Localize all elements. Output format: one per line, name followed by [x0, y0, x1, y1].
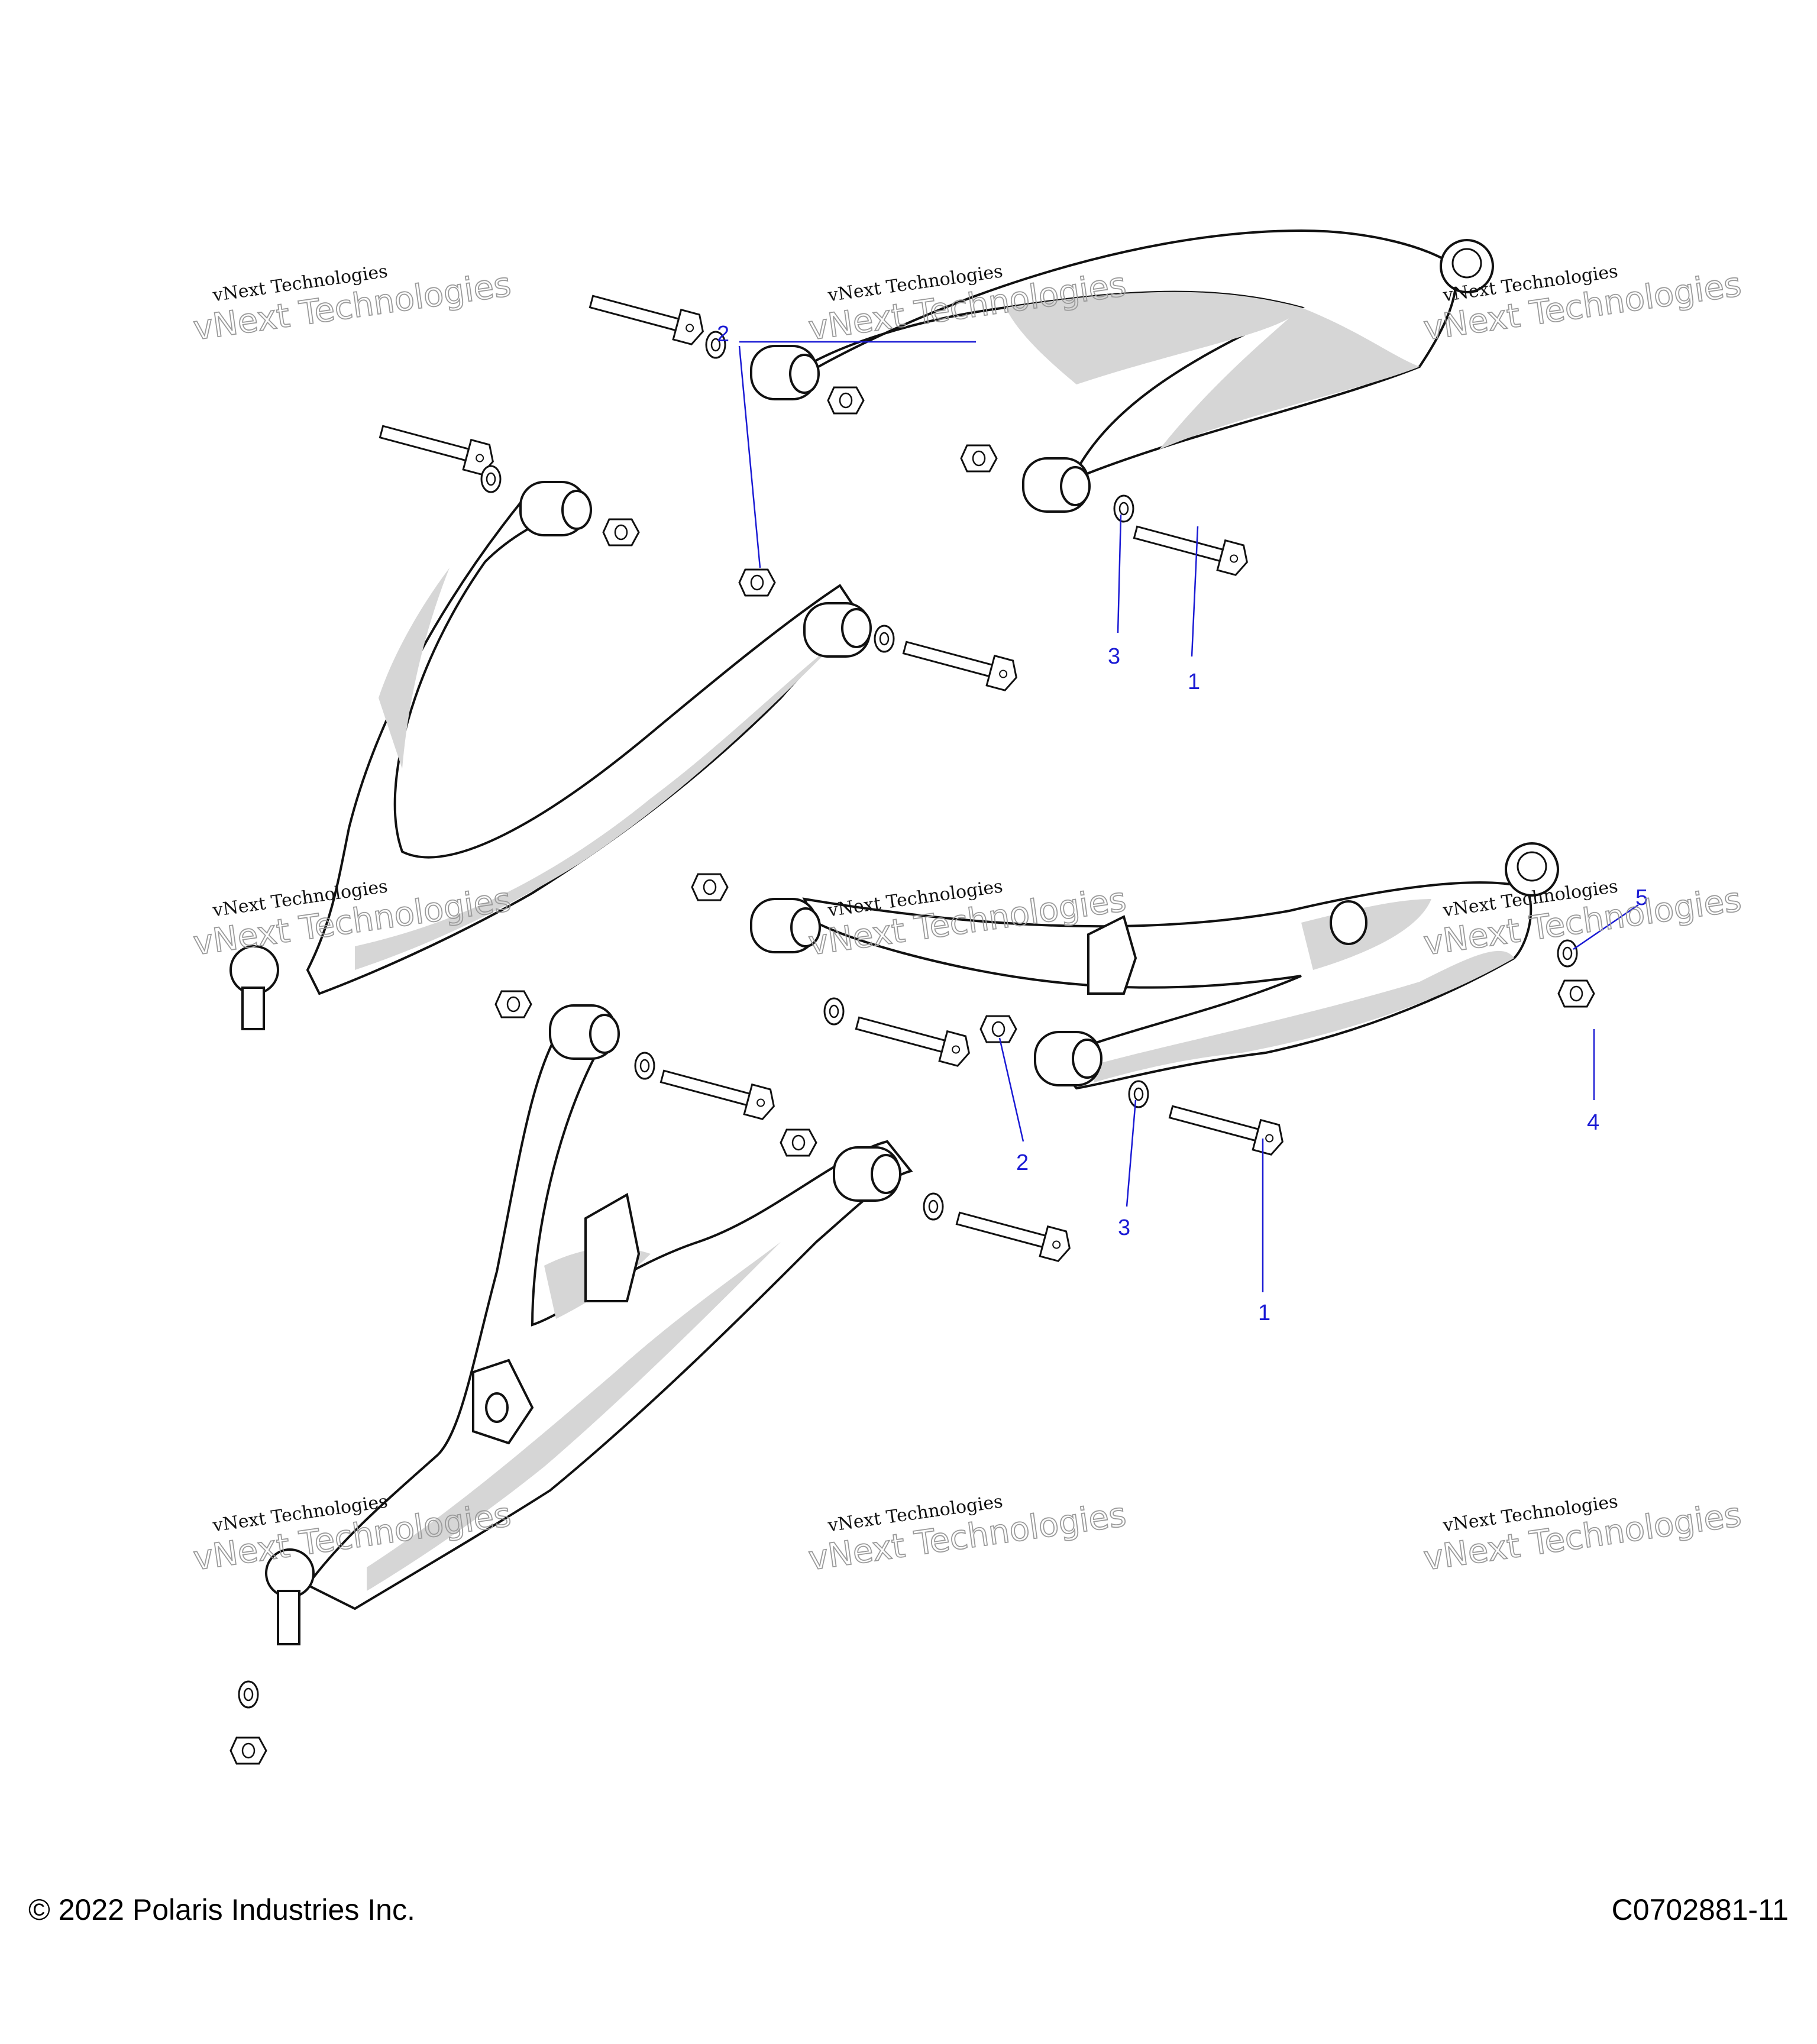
lower-a-arm-left: [265, 1004, 913, 1645]
callout-4: 4: [1587, 1110, 1599, 1135]
callout-3-upper: 3: [1108, 644, 1120, 669]
callout-2-lower: 2: [1016, 1150, 1029, 1175]
diagram-code: C0702881-11: [1611, 1893, 1789, 1926]
watermark-mid-right: vNext Technologies vNext Technologies: [1421, 876, 1744, 963]
watermark-bottom-right: vNext Technologies vNext Technologies: [1421, 1491, 1744, 1579]
callout-2-upper: 2: [717, 322, 729, 347]
callout-1-upper: 1: [1188, 670, 1200, 694]
watermark-bottom-center: vNext Technologies vNext Technologies: [806, 1491, 1129, 1579]
upper-a-arm-top: [750, 229, 1494, 513]
leader-lines: [738, 341, 1639, 1292]
callout-1-lower: 1: [1258, 1301, 1270, 1325]
callout-3-lower: 3: [1118, 1215, 1130, 1240]
lower-a-arm-right: [750, 842, 1559, 1090]
copyright-text: © 2022 Polaris Industries Inc.: [28, 1893, 415, 1926]
callout-labels: 1 2 3 1 2 3 4 5: [717, 322, 1648, 1325]
upper-a-arm-left: [229, 481, 872, 1030]
watermark-top-left: vNext Technologies vNext Technologies: [190, 261, 514, 348]
callout-5: 5: [1635, 885, 1648, 910]
